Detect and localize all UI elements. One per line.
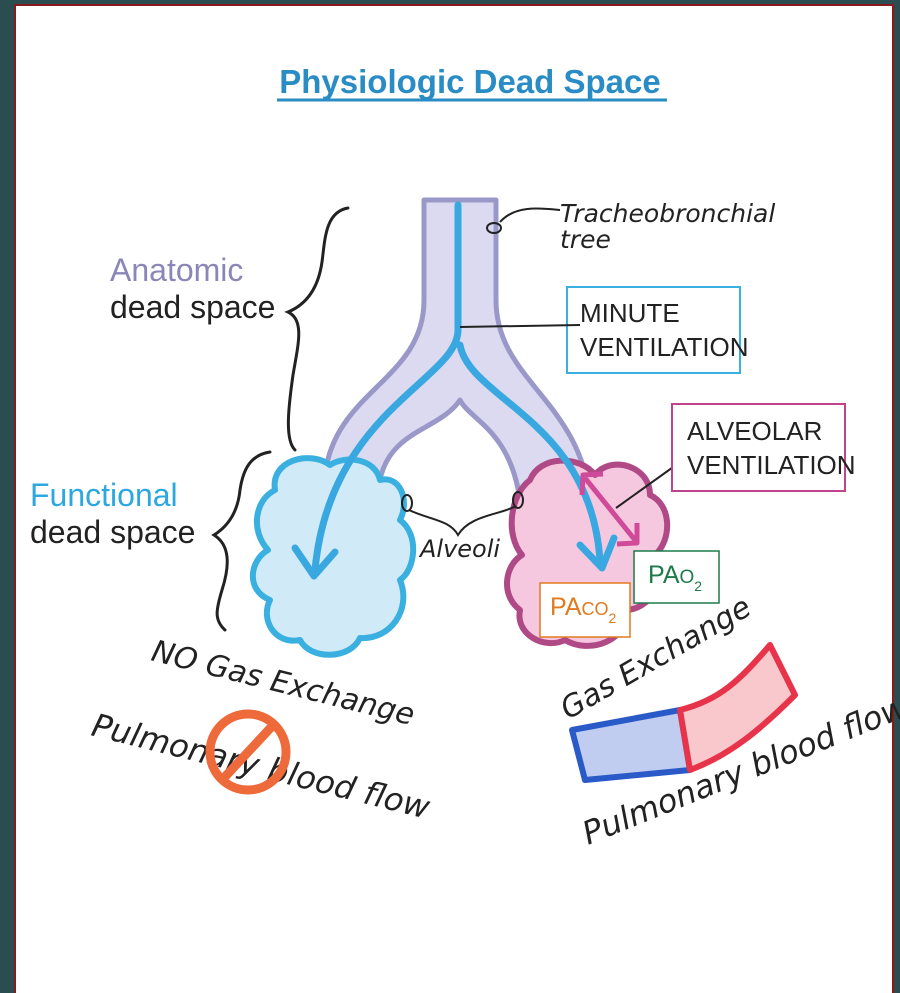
paco2-co: CO bbox=[582, 599, 609, 619]
page-title: Physiologic Dead Space bbox=[279, 63, 660, 100]
minute-ventilation-label-2: VENTILATION bbox=[580, 332, 749, 362]
anatomic-dead-space-label: dead space bbox=[110, 289, 275, 325]
blood-vessel-deoxygenated bbox=[572, 710, 690, 780]
alveoli-label: Alveoli bbox=[418, 535, 500, 563]
functional-label: Functional bbox=[30, 477, 178, 513]
functional-dead-space-label: dead space bbox=[30, 514, 195, 550]
minute-ventilation-label: MINUTE bbox=[580, 298, 680, 328]
tracheobronchial-leader bbox=[500, 208, 560, 222]
pao2-o: O bbox=[680, 567, 695, 588]
anatomic-brace bbox=[288, 208, 348, 450]
alveolar-ventilation-label-2: VENTILATION bbox=[687, 450, 856, 480]
tracheobronchial-label: Tracheobronchial bbox=[560, 199, 775, 228]
anatomic-label: Anatomic bbox=[110, 252, 243, 288]
tracheobronchial-label-tree: tree bbox=[560, 225, 611, 254]
pao2-subscript: 2 bbox=[694, 578, 702, 594]
pao2-main: PA bbox=[648, 561, 680, 589]
paco2-main: PA bbox=[550, 593, 582, 621]
alveoli-leader bbox=[409, 506, 516, 535]
no-gas-exchange-label: NO Gas Exchange bbox=[148, 634, 418, 733]
alveolar-ventilation-label: ALVEOLAR bbox=[687, 416, 822, 446]
paco2-subscript: 2 bbox=[609, 610, 617, 626]
